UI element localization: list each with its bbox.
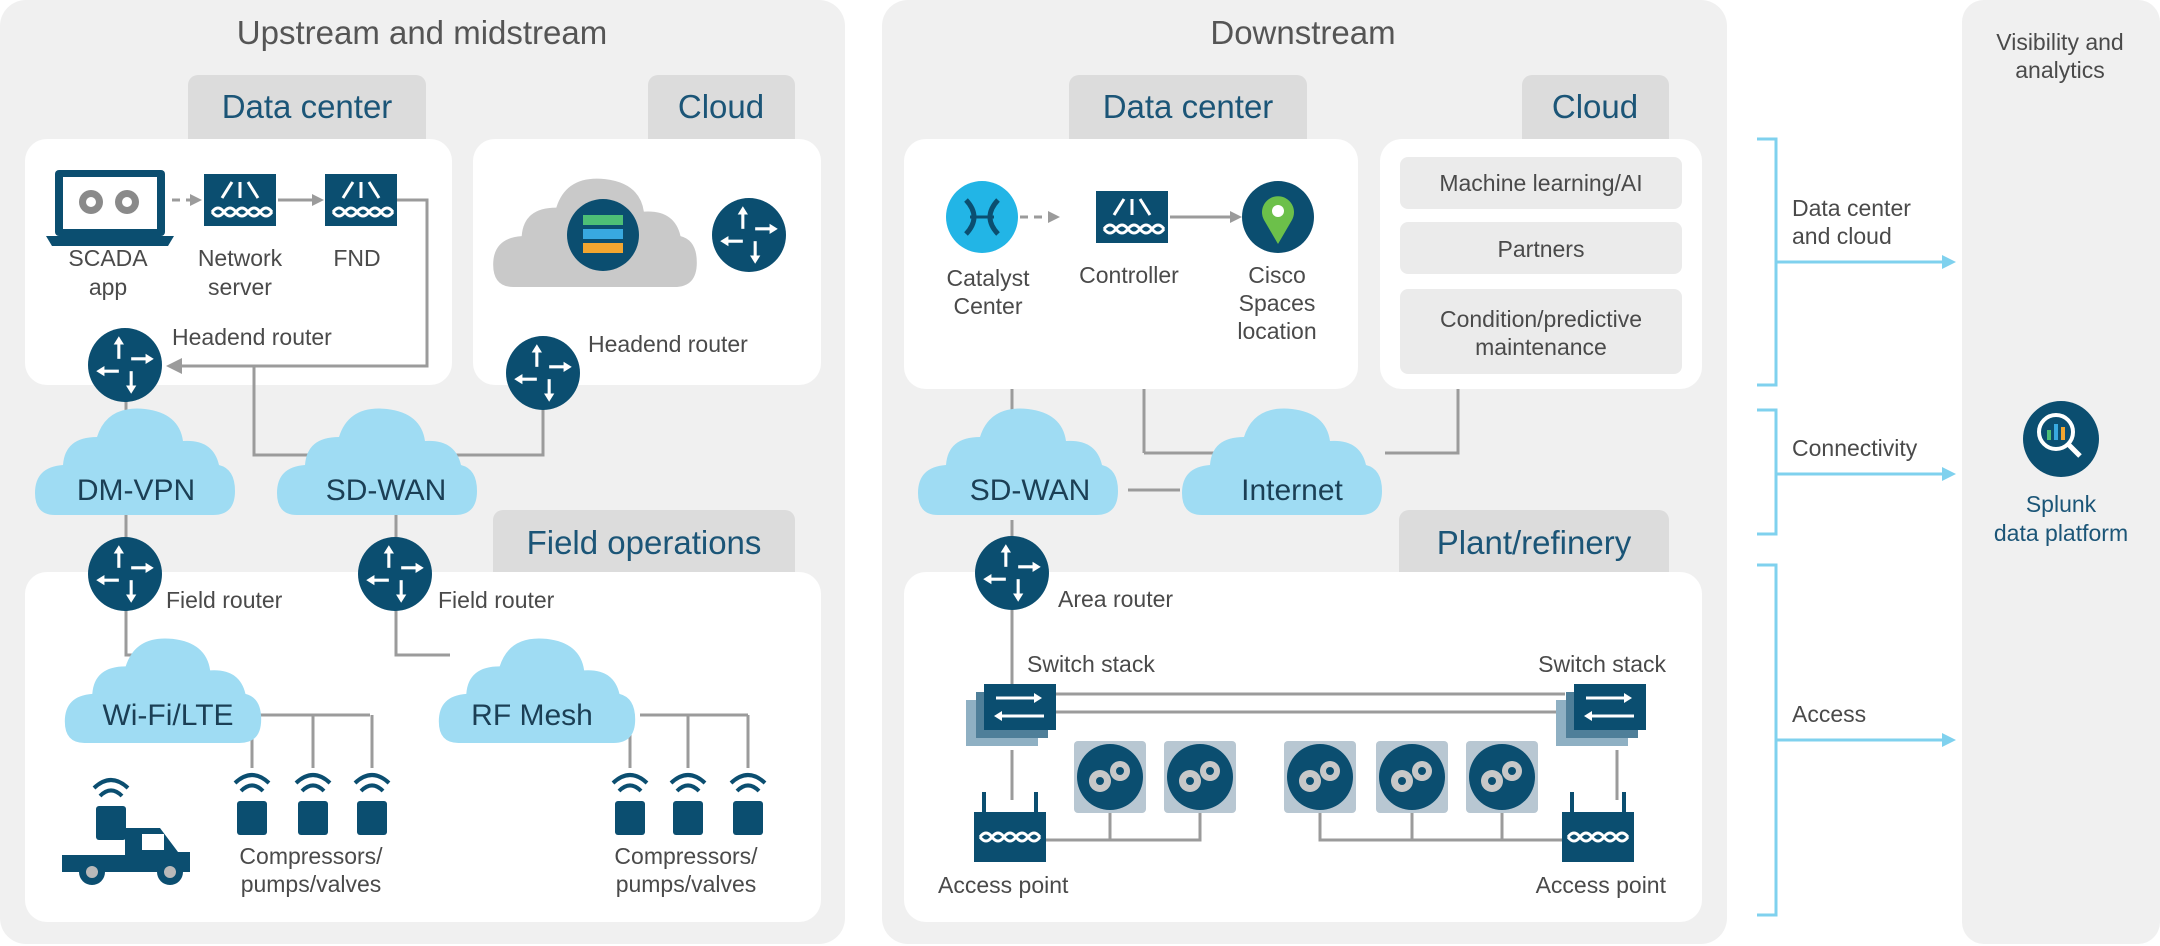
tab-down-cloud <box>1522 75 1669 150</box>
compressors-a-label-1: Compressors/ <box>239 843 383 869</box>
down-datacenter-box <box>904 139 1358 389</box>
cloud-router-icon <box>712 198 786 272</box>
scada-app-icon <box>46 170 174 246</box>
machine-3-icon <box>1284 741 1356 813</box>
upstream-title: Upstream and midstream <box>237 14 607 51</box>
layer-connectivity-label: Connectivity <box>1792 435 1918 461</box>
machine-1-icon <box>1074 741 1146 813</box>
controller-icon <box>1096 191 1168 243</box>
area-router-label: Area router <box>1058 586 1173 612</box>
headend-router-right-icon <box>506 336 580 410</box>
server-stack-icon <box>567 199 639 271</box>
wifi-lte-label: Wi-Fi/LTE <box>102 699 233 732</box>
headend-router-left-label: Headend router <box>172 324 332 350</box>
dmvpn-label: DM-VPN <box>77 474 195 507</box>
fnd-icon <box>325 174 397 226</box>
fnd-label: FND <box>333 245 380 271</box>
tab-down-datacenter <box>1069 75 1307 150</box>
card-partners <box>1400 222 1682 274</box>
tab-down-cloud-label: Cloud <box>1552 88 1638 125</box>
card-condition-label-1: Condition/predictive <box>1440 306 1642 332</box>
layer-dc-cloud-label-2: and cloud <box>1792 223 1892 249</box>
machine-4-icon <box>1376 741 1448 813</box>
card-ml-label: Machine learning/AI <box>1439 170 1642 196</box>
layer-dc-cloud-label-1: Data center <box>1792 195 1911 221</box>
tab-plant <box>1399 510 1669 585</box>
headend-router-right-label: Headend router <box>588 331 748 357</box>
access-point-left-label: Access point <box>938 872 1069 898</box>
truck-icon <box>62 778 190 885</box>
compressors-b-label-2: pumps/valves <box>616 871 757 897</box>
card-ml <box>1400 157 1682 209</box>
network-server-label-2: server <box>208 274 272 300</box>
tab-up-datacenter-label: Data center <box>222 88 393 125</box>
tab-field-ops <box>493 510 795 585</box>
switch-stack-right-icon <box>1556 684 1646 748</box>
machine-5-icon <box>1466 741 1538 813</box>
network-server-icon <box>204 174 276 226</box>
field-router-1-icon <box>88 537 162 611</box>
tab-up-datacenter <box>188 75 426 150</box>
access-point-right-label: Access point <box>1536 872 1667 898</box>
field-router-2-icon <box>358 537 432 611</box>
scada-label-1: SCADA <box>68 245 148 271</box>
rf-mesh-label: RF Mesh <box>471 699 593 732</box>
downstream-title: Downstream <box>1210 14 1395 51</box>
compressors-a-label-2: pumps/valves <box>241 871 382 897</box>
field-router-2-label: Field router <box>438 587 555 613</box>
area-router-icon <box>975 536 1049 610</box>
downstream-connectors <box>1010 211 1619 842</box>
splunk-label-2: data platform <box>1994 520 2128 546</box>
card-partners-label: Partners <box>1498 236 1585 262</box>
sdwan-up-label: SD-WAN <box>326 474 447 507</box>
field-router-1-label: Field router <box>166 587 283 613</box>
sdwan-down-label: SD-WAN <box>970 474 1091 507</box>
layer-access-label: Access <box>1792 701 1866 727</box>
tab-up-cloud <box>648 75 795 150</box>
tab-down-datacenter-label: Data center <box>1103 88 1274 125</box>
catalyst-label-2: Center <box>953 293 1022 319</box>
switch-stack-left-label: Switch stack <box>1027 651 1155 677</box>
machine-2-icon <box>1164 741 1236 813</box>
card-condition-label-2: maintenance <box>1475 334 1607 360</box>
splunk-search-icon <box>2023 401 2099 477</box>
visibility-title-1: Visibility and <box>1996 29 2123 55</box>
headend-router-left-icon <box>88 328 162 402</box>
tab-plant-label: Plant/refinery <box>1437 524 1632 561</box>
card-condition <box>1400 289 1682 374</box>
cisco-spaces-label-2: Spaces <box>1239 290 1316 316</box>
controller-label: Controller <box>1079 262 1179 288</box>
cisco-spaces-label-1: Cisco <box>1248 262 1306 288</box>
compressors-b-label-1: Compressors/ <box>614 843 758 869</box>
tab-field-ops-label: Field operations <box>527 524 762 561</box>
visibility-title-2: analytics <box>2015 57 2104 83</box>
splunk-label-1: Splunk <box>2026 491 2097 517</box>
cisco-spaces-label-3: location <box>1237 318 1316 344</box>
location-pin-icon <box>1242 181 1314 253</box>
switch-stack-right-label: Switch stack <box>1538 651 1666 677</box>
layer-brackets <box>1757 137 1956 917</box>
catalyst-label-1: Catalyst <box>946 265 1030 291</box>
catalyst-center-icon <box>946 181 1018 253</box>
internet-label: Internet <box>1241 474 1343 507</box>
scada-label-2: app <box>89 274 127 300</box>
network-server-label-1: Network <box>198 245 283 271</box>
switch-stack-left-icon <box>966 684 1056 748</box>
tab-up-cloud-label: Cloud <box>678 88 764 125</box>
